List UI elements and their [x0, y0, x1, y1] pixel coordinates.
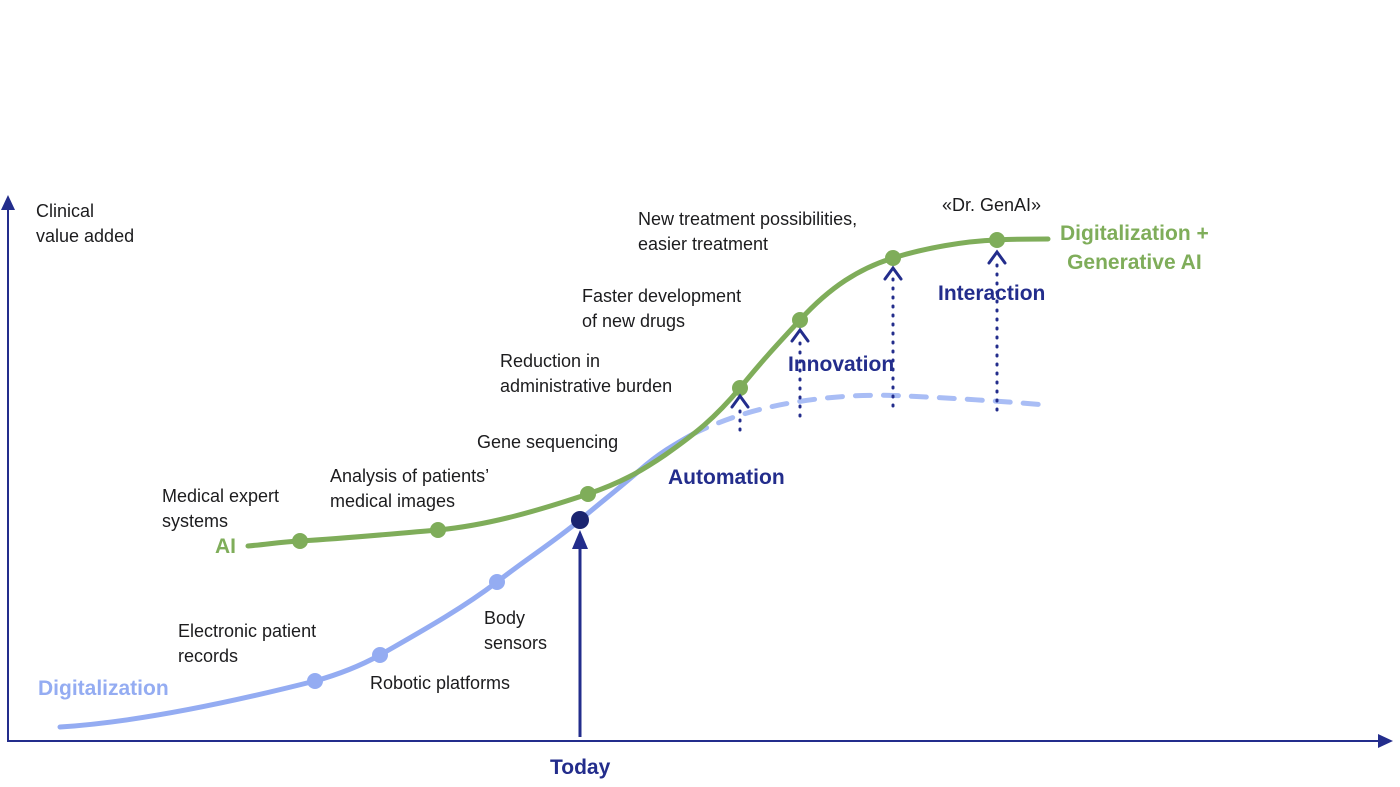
arrowhead-interaction-2-icon — [987, 249, 1007, 265]
label-robotic-platforms: Robotic platforms — [370, 673, 511, 693]
digitalization-dashed-curve — [690, 392, 1048, 437]
today-arrowhead-icon — [572, 530, 588, 549]
dot-today — [571, 511, 589, 529]
ai-genai-curve — [245, 236, 1051, 549]
y-axis-arrowhead-icon — [1, 195, 15, 210]
label-genai-curve: Digitalization + Generative AI — [1060, 222, 1209, 274]
label-medical-expert-systems: Medical expert systems — [162, 486, 280, 531]
dot-robotic-platforms — [372, 647, 388, 663]
dot-dr-genai — [989, 232, 1005, 248]
arrowhead-interaction-1-icon — [883, 265, 903, 281]
dot-gene-sequencing — [580, 486, 596, 502]
label-today: Today — [550, 756, 611, 779]
label-admin-burden: Reduction in administrative burden — [500, 351, 673, 396]
label-dr-genai: «Dr. GenAI» — [942, 195, 1042, 215]
dot-analysis-medical-images — [430, 522, 446, 538]
y-axis-label: Clinical value added — [36, 201, 135, 246]
label-phase-automation: Automation — [668, 466, 785, 489]
label-phase-interaction: Interaction — [938, 282, 1046, 305]
x-axis-arrowhead-icon — [1378, 734, 1393, 748]
dot-admin-burden — [732, 380, 748, 396]
label-body-sensors: Body sensors — [484, 608, 548, 653]
label-digitalization-curve: Digitalization — [38, 677, 169, 700]
dot-faster-drugs — [792, 312, 808, 328]
label-analysis-medical-images: Analysis of patients’ medical images — [330, 466, 490, 511]
dot-medical-expert-systems — [292, 533, 308, 549]
dot-electronic-records — [307, 673, 323, 689]
label-new-treatment: New treatment possibilities, easier trea… — [638, 209, 858, 254]
dot-new-treatment — [885, 250, 901, 266]
label-faster-drugs: Faster development of new drugs — [582, 286, 742, 331]
arrowhead-innovation-icon — [790, 327, 810, 343]
dot-body-sensors — [489, 574, 505, 590]
label-electronic-records: Electronic patient records — [178, 621, 317, 666]
label-ai-curve: AI — [215, 535, 236, 558]
arrowhead-automation-icon — [730, 393, 750, 409]
label-phase-innovation: Innovation — [788, 353, 895, 376]
label-gene-sequencing: Gene sequencing — [477, 432, 619, 452]
